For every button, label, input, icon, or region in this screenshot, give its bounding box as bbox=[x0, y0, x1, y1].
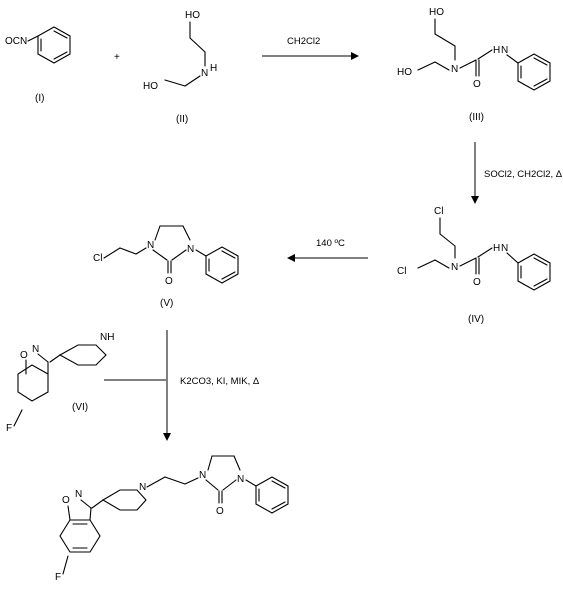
urea-nh-h: H bbox=[493, 243, 500, 254]
reaction-arrow-4: K2CO3, KI, MIK, Δ bbox=[104, 330, 260, 441]
compound-iv: Cl N Cl O H N (IV) bbox=[397, 206, 551, 325]
imidazolidinone-o: O bbox=[216, 506, 224, 517]
compound-iii: HO N HO O H N (III) bbox=[397, 7, 551, 123]
compound-v: Cl N N O (V) bbox=[93, 225, 239, 309]
urea-nh-n: N bbox=[501, 243, 508, 254]
piperidine-n: N bbox=[139, 482, 146, 493]
reaction-arrow-1: CH2Cl2 bbox=[262, 36, 359, 60]
ocn-group: OCN bbox=[5, 36, 27, 47]
imidazolidinone-n1: N bbox=[199, 470, 206, 481]
condition-step4: K2CO3, KI, MIK, Δ bbox=[180, 376, 260, 387]
ring-o: O bbox=[165, 276, 173, 287]
ring-n1: N bbox=[147, 240, 154, 251]
compound-label-i: (I) bbox=[35, 93, 44, 104]
urea-n: N bbox=[451, 64, 458, 75]
condition-step1: CH2Cl2 bbox=[287, 36, 320, 47]
iso-o: O bbox=[20, 350, 28, 361]
amine-h: H bbox=[210, 63, 217, 74]
product: N N N O O N F bbox=[55, 455, 289, 583]
reaction-arrow-2: SOCl2, CH2Cl2, Δ bbox=[471, 142, 563, 204]
urea-nh-n: N bbox=[501, 45, 508, 56]
fluoro: F bbox=[55, 572, 61, 583]
oh-top: HO bbox=[429, 7, 444, 18]
urea-o: O bbox=[473, 277, 481, 288]
urea-o: O bbox=[473, 79, 481, 90]
plus-sign: + bbox=[114, 52, 120, 63]
compound-label-v: (V) bbox=[160, 298, 173, 309]
reaction-arrow-3: 140 ºC bbox=[287, 238, 368, 262]
cl-left: Cl bbox=[397, 266, 406, 277]
oh-top: HO bbox=[185, 10, 200, 21]
compound-label-iv: (IV) bbox=[468, 314, 484, 325]
iso-o: O bbox=[62, 495, 70, 506]
oh-left: HO bbox=[397, 67, 412, 78]
oh-left: HO bbox=[143, 81, 158, 92]
urea-n: N bbox=[451, 262, 458, 273]
compound-label-ii: (II) bbox=[176, 114, 188, 125]
condition-step2: SOCl2, CH2Cl2, Δ bbox=[484, 169, 563, 180]
iso-n: N bbox=[32, 344, 39, 355]
compound-vi: NH O N F (VI) bbox=[6, 332, 114, 434]
ring-n2: N bbox=[187, 244, 194, 255]
fluoro: F bbox=[6, 423, 12, 434]
compound-i: OCN (I) bbox=[5, 26, 71, 104]
amine-n: N bbox=[201, 68, 208, 79]
cl: Cl bbox=[93, 253, 102, 264]
compound-ii: HO N H HO (II) bbox=[143, 10, 217, 125]
imidazolidinone-n2: N bbox=[237, 474, 244, 485]
compound-label-iii: (III) bbox=[469, 112, 484, 123]
iso-n: N bbox=[75, 489, 82, 500]
cl-top: Cl bbox=[434, 206, 443, 217]
urea-nh-h: H bbox=[493, 45, 500, 56]
condition-step3: 140 ºC bbox=[316, 238, 345, 249]
compound-label-vi: (VI) bbox=[72, 402, 88, 413]
piperidine-nh: NH bbox=[100, 332, 114, 343]
